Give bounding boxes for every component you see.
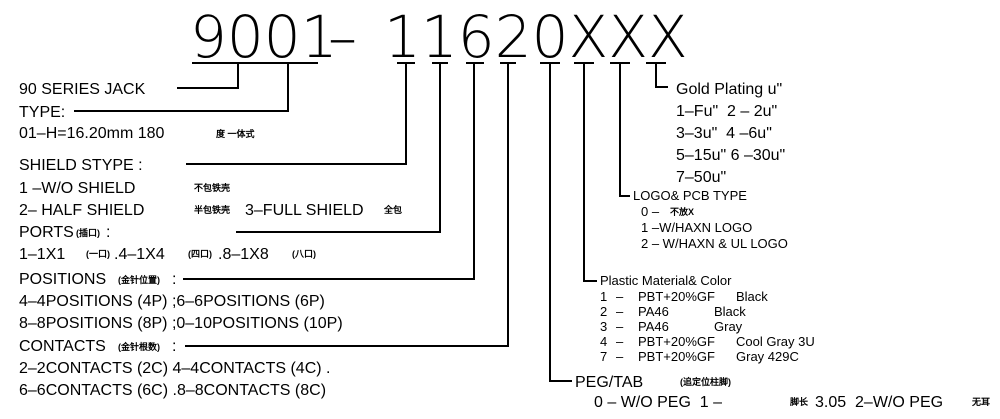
peg-line-a-note: 脚长 bbox=[790, 396, 809, 407]
contacts-title-note: (金针根数) bbox=[118, 341, 160, 352]
plastic-title: Plastic Material& Color bbox=[600, 273, 732, 288]
ports-title-note: (插口) bbox=[76, 227, 100, 238]
plastic-row-color: Black bbox=[736, 289, 768, 304]
shield-title: SHIELD STYPE : bbox=[19, 157, 143, 174]
gold-line-3: 5–15u" 6 –30u" bbox=[676, 147, 785, 164]
contacts-line2: 6–6CONTACTS (6C) .8–8CONTACTS (8C) bbox=[19, 382, 326, 399]
ports-title: PORTS bbox=[19, 224, 74, 241]
gold-line-1: 1–Fu" 2 – 2u" bbox=[676, 103, 777, 120]
logo-line0: 0 – bbox=[641, 204, 660, 219]
contacts-title-suffix: : bbox=[172, 338, 176, 355]
ports-opt-8: .8–1X8 bbox=[218, 246, 269, 263]
shield-line2b-note: 全包 bbox=[383, 204, 402, 215]
contacts-title: CONTACTS bbox=[19, 338, 106, 355]
series-title: 90 SERIES JACK bbox=[19, 81, 146, 98]
positions-line2: 8–8POSITIONS (8P) ;0–10POSITIONS (10P) bbox=[19, 315, 343, 332]
plastic-row-material: PBT+20%GF bbox=[638, 289, 715, 304]
plastic-row-code: 4 bbox=[600, 334, 607, 349]
plastic-row-color: Black bbox=[714, 304, 746, 319]
gold-line-2: 3–3u" 4 –6u" bbox=[676, 125, 772, 142]
gold-title: Gold Plating u" bbox=[676, 81, 782, 98]
plastic-row-material: PA46 bbox=[638, 319, 669, 334]
plastic-row-material: PA46 bbox=[638, 304, 669, 319]
peg-line-b-note: 无耳 bbox=[971, 397, 990, 407]
positions-title: POSITIONS bbox=[19, 271, 106, 288]
ports-opt-4-note: (四口) bbox=[188, 249, 212, 259]
ports-title-suffix: : bbox=[106, 224, 110, 241]
positions-title-suffix: : bbox=[172, 271, 176, 288]
type-title: TYPE: bbox=[19, 104, 65, 121]
plastic-row-dash: – bbox=[616, 349, 624, 364]
plastic-row-material: PBT+20%GF bbox=[638, 334, 715, 349]
plastic-row-code: 3 bbox=[600, 319, 607, 334]
ports-opt-4: .4–1X4 bbox=[114, 246, 165, 263]
shield-line1: 1 –W/O SHIELD bbox=[19, 180, 135, 197]
plastic-row-material: PBT+20%GF bbox=[638, 349, 715, 364]
plastic-row-code: 1 bbox=[600, 289, 607, 304]
part-number-dash: – bbox=[328, 3, 357, 71]
ports-opt-8-note: (八口) bbox=[292, 249, 316, 259]
logo-line1: 1 –W/HAXN LOGO bbox=[641, 220, 752, 235]
ports-opt-1-note: (一口) bbox=[86, 249, 110, 259]
logo-line0-note: 不放X bbox=[670, 206, 694, 217]
peg-title-note: (追定位柱脚) bbox=[680, 376, 731, 387]
gold-line-4: 7–50u" bbox=[676, 169, 726, 186]
plastic-row-dash: – bbox=[616, 319, 624, 334]
part-number-code: 11620XXX bbox=[384, 3, 688, 71]
plastic-row-code: 2 bbox=[600, 304, 607, 319]
part-number-base: 9001 bbox=[190, 3, 338, 71]
plastic-row-color: Gray bbox=[714, 319, 743, 334]
peg-line-b: 3.05 2–W/O PEG bbox=[815, 394, 943, 411]
leader-lines bbox=[74, 63, 668, 382]
shield-line2b: 3–FULL SHIELD bbox=[245, 202, 364, 219]
plastic-row-dash: – bbox=[616, 334, 624, 349]
plastic-row-color: Gray 429C bbox=[736, 349, 799, 364]
peg-line-a: 0 – W/O PEG 1 – bbox=[594, 394, 722, 411]
logo-line2: 2 – W/HAXN & UL LOGO bbox=[641, 236, 788, 251]
shield-line2a-note: 半包铁壳 bbox=[194, 204, 230, 215]
type-note: 度 一体式 bbox=[216, 128, 255, 139]
positions-title-note: (金针位置) bbox=[118, 274, 160, 285]
peg-title: PEG/TAB bbox=[575, 374, 643, 391]
logo-title: LOGO& PCB TYPE bbox=[633, 188, 747, 203]
shield-line1-note: 不包铁壳 bbox=[194, 182, 230, 193]
ports-opt-1: 1–1X1 bbox=[19, 246, 65, 263]
positions-line1: 4–4POSITIONS (4P) ;6–6POSITIONS (6P) bbox=[19, 293, 325, 310]
shield-line2a: 2– HALF SHIELD bbox=[19, 202, 144, 219]
plastic-row-color: Cool Gray 3U bbox=[736, 334, 815, 349]
contacts-line1: 2–2CONTACTS (2C) 4–4CONTACTS (4C) . bbox=[19, 360, 330, 377]
plastic-row-dash: – bbox=[616, 289, 624, 304]
plastic-row-code: 7 bbox=[600, 349, 607, 364]
type-value: 01–H=16.20mm 180 bbox=[19, 125, 165, 142]
plastic-row-dash: – bbox=[616, 304, 624, 319]
